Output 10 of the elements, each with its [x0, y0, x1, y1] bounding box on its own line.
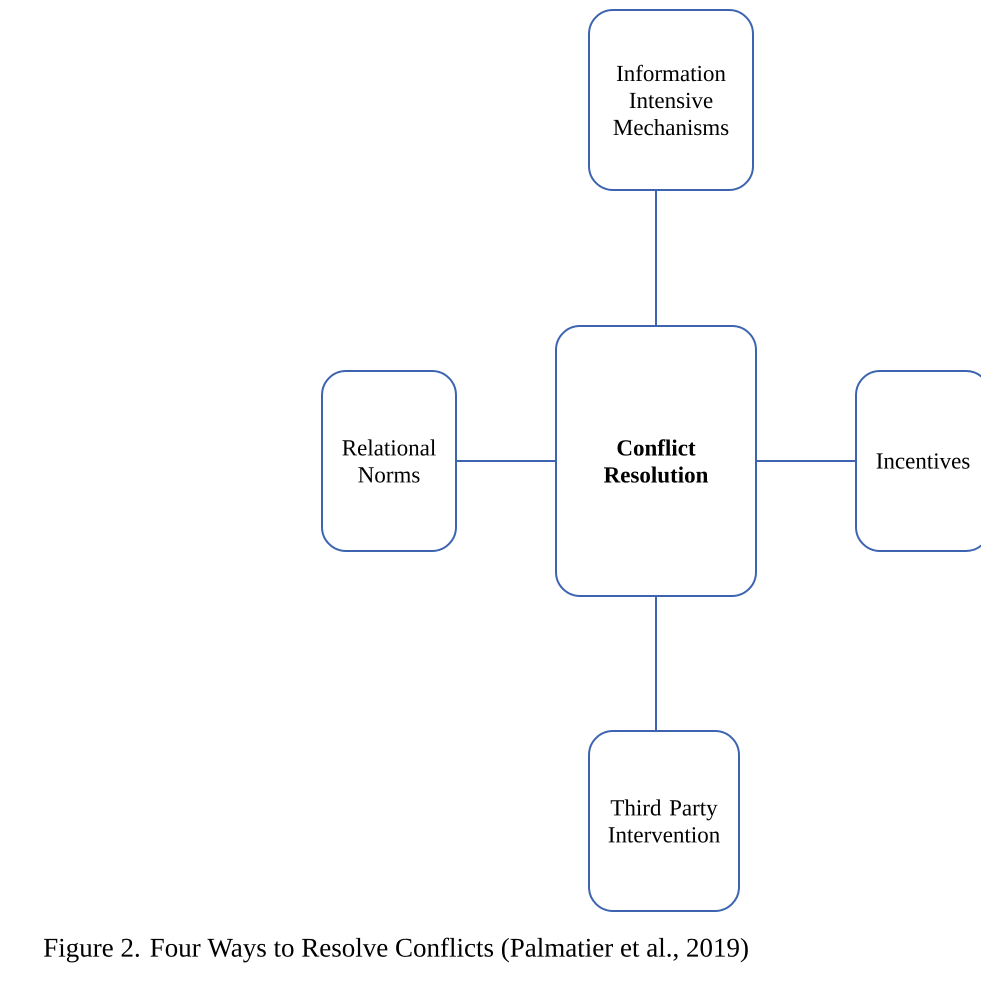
- connector-line: [757, 460, 855, 462]
- topic-box: Information Intensive Mechanisms: [588, 9, 754, 191]
- connector-line: [655, 597, 657, 730]
- figure-caption: Figure 2. Four Ways to Resolve Conflicts (Palmatier et al., 2019): [44, 938, 748, 962]
- topic-box: Incentives: [855, 370, 981, 552]
- hub-box: Conflict Resolution: [555, 325, 757, 597]
- topic-box: Relational Norms: [321, 370, 457, 552]
- topic-box: Third Party Intervention: [588, 730, 740, 912]
- connector-line: [655, 191, 657, 325]
- connector-line: [457, 460, 555, 462]
